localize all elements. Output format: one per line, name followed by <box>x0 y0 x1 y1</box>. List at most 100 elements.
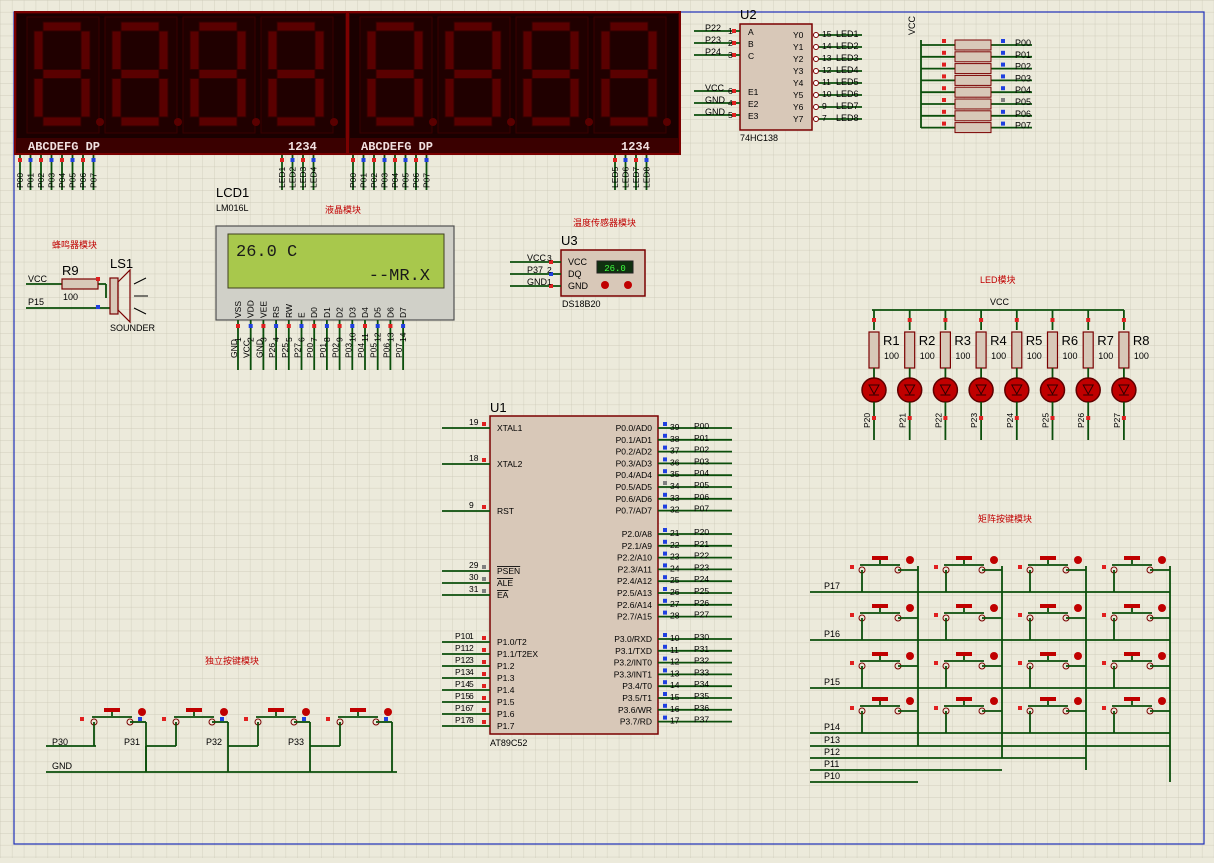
led-net: P27 <box>1112 413 1122 428</box>
u2-pin-num: 12 <box>822 65 832 75</box>
mcu-pin-name: P2.4/A12 <box>617 576 652 586</box>
matrix-col-label: P12 <box>824 747 840 757</box>
matrix-key-cap <box>872 556 888 560</box>
led-body <box>1004 377 1030 403</box>
u2-pin-num: 14 <box>822 41 832 51</box>
u2-out-label: Y6 <box>793 102 804 112</box>
seg-digit-label: LED3 <box>298 166 308 188</box>
seven-segment-left[interactable]: ABCDEFG DP 1234 <box>14 11 348 155</box>
led-marker <box>979 318 984 322</box>
mcu-pin-net: P06 <box>694 492 709 502</box>
indep-key-cap <box>186 708 202 712</box>
matrix-key-cap <box>1040 652 1056 656</box>
segment <box>600 30 611 70</box>
matrix-key-cap <box>872 652 888 656</box>
segment <box>531 116 571 127</box>
led-resistor-ref: R8 <box>1133 333 1150 348</box>
lcd-pin-net: P25 <box>280 343 290 358</box>
mcu-pin-marker <box>663 715 667 720</box>
respack-marker <box>942 62 946 67</box>
mcu-pin-num: 11 <box>670 645 679 655</box>
mcu-pin-name: P2.0/A8 <box>622 529 653 539</box>
matrix-col-label: P10 <box>824 771 840 781</box>
temp-pin-net: VCC <box>527 253 547 263</box>
mcu-pin-name: ALE <box>497 578 513 588</box>
u2-inverter-bubble <box>813 56 819 62</box>
lcd-pin-num: 5 <box>284 337 294 342</box>
mcu-pin-marker <box>663 703 667 708</box>
mcu-pin-marker <box>482 589 486 593</box>
respack-label: P00 <box>1015 38 1031 48</box>
mcu-at89c52[interactable]: U1 AT89C52 19XTAL118XTAL29RST29PSEN30ALE… <box>442 400 732 748</box>
buzzer-module[interactable]: 蜂鸣器模块 R9 100 LS1 SOUNDER VCC P15 <box>26 239 156 333</box>
segment <box>42 21 82 32</box>
matrix-key-indicator <box>1074 604 1082 612</box>
segment <box>522 30 533 70</box>
temp-pin-net: GND <box>527 277 548 287</box>
seg-pin-marker <box>634 158 638 162</box>
mcu-pin-num: 30 <box>469 572 479 582</box>
r9-val: 100 <box>63 292 78 302</box>
seg-digit-label: LED4 <box>309 166 319 188</box>
respack-marker <box>1001 121 1005 126</box>
led-resistor-ref: R3 <box>954 333 971 348</box>
u2-inner-label: A <box>748 27 754 37</box>
u2-out-label: Y5 <box>793 90 804 100</box>
led-resistor-val: 100 <box>991 351 1006 361</box>
segment <box>198 21 238 32</box>
led-resistor-val: 100 <box>884 351 899 361</box>
respack-marker <box>942 109 946 114</box>
segment <box>267 78 278 118</box>
lcd-pin-net: P06 <box>381 343 391 358</box>
indep-net: P33 <box>288 737 304 747</box>
matrix-marker <box>1018 613 1022 617</box>
mcu-pin-num: 37 <box>670 446 680 456</box>
mcu-pin-name: P3.2/INT0 <box>614 658 653 668</box>
lcd-module[interactable]: LCD1 LM016L 液晶模块 26.0 C --MR.X VSS1GNDVD… <box>215 185 455 370</box>
led-module[interactable]: LED模块 VCC R1100P20R2100P21R3100P22R4100P… <box>861 274 1150 440</box>
mcu-pin-name: P2.2/A10 <box>617 553 652 563</box>
segment <box>491 30 502 70</box>
led-resistor-ref: R7 <box>1097 333 1114 348</box>
mcu-pin-num: 15 <box>670 692 680 702</box>
temp-pin-num: 2 <box>547 265 552 275</box>
mcu-pin-net: P23 <box>694 562 709 572</box>
mcu-pin-net: P04 <box>694 468 709 478</box>
mcu-pin-net: P02 <box>694 445 709 455</box>
led-net: P25 <box>1041 413 1051 428</box>
lcd-pin-name: D1 <box>322 307 332 318</box>
indep-marker <box>162 717 166 721</box>
seg-pin-marker <box>623 158 628 162</box>
indep-key-indicator <box>384 708 392 716</box>
seven-segment-right[interactable]: ABCDEFG DP 1234 <box>347 11 681 155</box>
segment <box>413 78 424 118</box>
u2-pin-marker <box>732 89 736 93</box>
led-resistor-val: 100 <box>1134 351 1149 361</box>
mcu-pin-num: 38 <box>670 434 680 444</box>
mcu-pin-marker <box>663 504 667 509</box>
mcu-pin-marker <box>663 469 667 474</box>
u2-pin-num: 2 <box>728 38 733 48</box>
led-net: P20 <box>862 413 872 428</box>
matrix-marker <box>934 661 938 665</box>
indep-key-cap <box>104 708 120 712</box>
mcu-pin-marker <box>482 720 486 724</box>
led-diode-symbol <box>939 384 952 396</box>
segment <box>111 30 122 70</box>
indep-marker <box>80 717 84 721</box>
seg-pin-label: P06 <box>78 173 88 188</box>
seg-digit-label: LED7 <box>631 166 641 188</box>
mcu-pin-marker <box>482 660 486 664</box>
segment <box>236 78 247 118</box>
led-diode-symbol <box>1010 384 1023 396</box>
mcu-pin-name: P3.1/TXD <box>615 646 652 656</box>
mcu-pin-marker <box>482 577 486 581</box>
temp-pin-num: 3 <box>547 253 552 263</box>
lcd-pin-net: VCC <box>242 340 252 358</box>
